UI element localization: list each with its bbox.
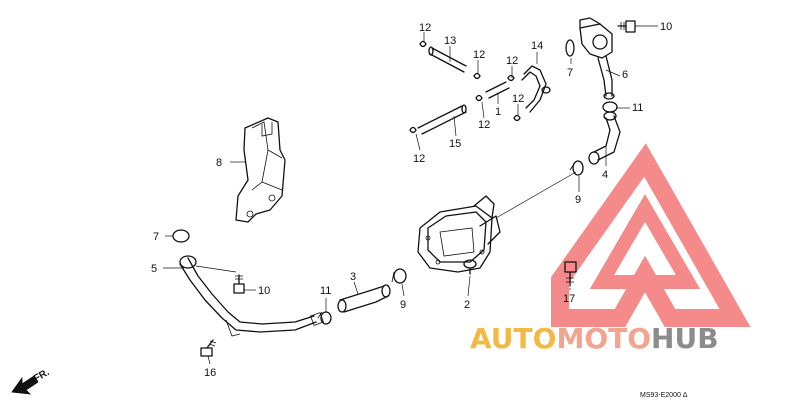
watermark-part-moto: MOTO bbox=[556, 322, 651, 355]
bolt-part-16 bbox=[200, 339, 217, 357]
leader-lines bbox=[163, 25, 658, 365]
callout-11: 11 bbox=[320, 285, 331, 297]
callout-12: 12 bbox=[478, 119, 490, 131]
bracket-part-8 bbox=[235, 117, 286, 223]
hose-part-3 bbox=[337, 284, 391, 313]
cover-part-6 bbox=[579, 17, 615, 100]
callout-13: 13 bbox=[444, 35, 456, 47]
callout-12: 12 bbox=[506, 55, 518, 67]
callout-3: 3 bbox=[350, 271, 356, 283]
oring-part-7-left bbox=[172, 229, 190, 243]
callout-7: 7 bbox=[153, 231, 159, 243]
hose-part-14 bbox=[521, 65, 551, 113]
bolt-part-10-left bbox=[233, 274, 245, 294]
callout-11: 11 bbox=[632, 102, 643, 114]
callout-5: 5 bbox=[151, 263, 157, 275]
hose-part-4 bbox=[588, 111, 621, 165]
callout-10: 10 bbox=[258, 285, 270, 297]
valve-part-2 bbox=[417, 195, 501, 275]
clamp-part-9-upper bbox=[569, 160, 584, 176]
oring-part-7-upper bbox=[565, 39, 575, 57]
tube-part-13 bbox=[428, 46, 467, 73]
front-arrow-icon bbox=[11, 375, 39, 395]
callout-16: 16 bbox=[204, 367, 216, 379]
callout-labels: 12 13 12 12 14 1 12 12 15 12 10 7 6 11 4… bbox=[151, 21, 672, 379]
clamp-part-9-lower bbox=[391, 268, 407, 284]
bolt-part-17 bbox=[564, 261, 577, 287]
connector-part-1 bbox=[485, 81, 510, 99]
callout-10: 10 bbox=[660, 21, 672, 33]
watermark-logo bbox=[551, 143, 751, 327]
watermark-text: AUTOMOTOHUB bbox=[470, 322, 719, 355]
callout-1: 1 bbox=[495, 106, 501, 118]
pipe-part-5 bbox=[179, 255, 324, 337]
callout-4: 4 bbox=[602, 169, 608, 181]
drawing-code: MS93-E2000 Δ bbox=[640, 392, 688, 399]
callout-2: 2 bbox=[464, 299, 470, 311]
front-direction-indicator: FR. bbox=[11, 367, 52, 395]
callout-12: 12 bbox=[413, 153, 425, 165]
clamp-part-11-lower bbox=[317, 311, 332, 325]
callout-8: 8 bbox=[216, 157, 222, 169]
callout-12: 12 bbox=[512, 93, 524, 105]
callout-7: 7 bbox=[567, 67, 573, 79]
callout-9: 9 bbox=[575, 194, 581, 206]
callout-15: 15 bbox=[449, 138, 461, 150]
bolt-part-10-upper bbox=[617, 20, 636, 33]
callout-17: 17 bbox=[563, 293, 575, 305]
callout-12: 12 bbox=[473, 49, 485, 61]
callout-12: 12 bbox=[419, 22, 431, 34]
watermark-part-auto: AUTO bbox=[470, 322, 556, 355]
clips-part-12 bbox=[409, 40, 521, 134]
tube-part-15 bbox=[417, 104, 467, 135]
watermark-part-hub: HUB bbox=[651, 322, 719, 355]
callout-14: 14 bbox=[531, 40, 543, 52]
front-direction-label: FR. bbox=[32, 367, 52, 385]
callout-6: 6 bbox=[622, 69, 628, 81]
callout-9: 9 bbox=[400, 299, 406, 311]
clamp-part-11-upper bbox=[602, 101, 618, 113]
svg-text:AUTOMOTOHUB: AUTOMOTOHUB bbox=[470, 322, 719, 355]
